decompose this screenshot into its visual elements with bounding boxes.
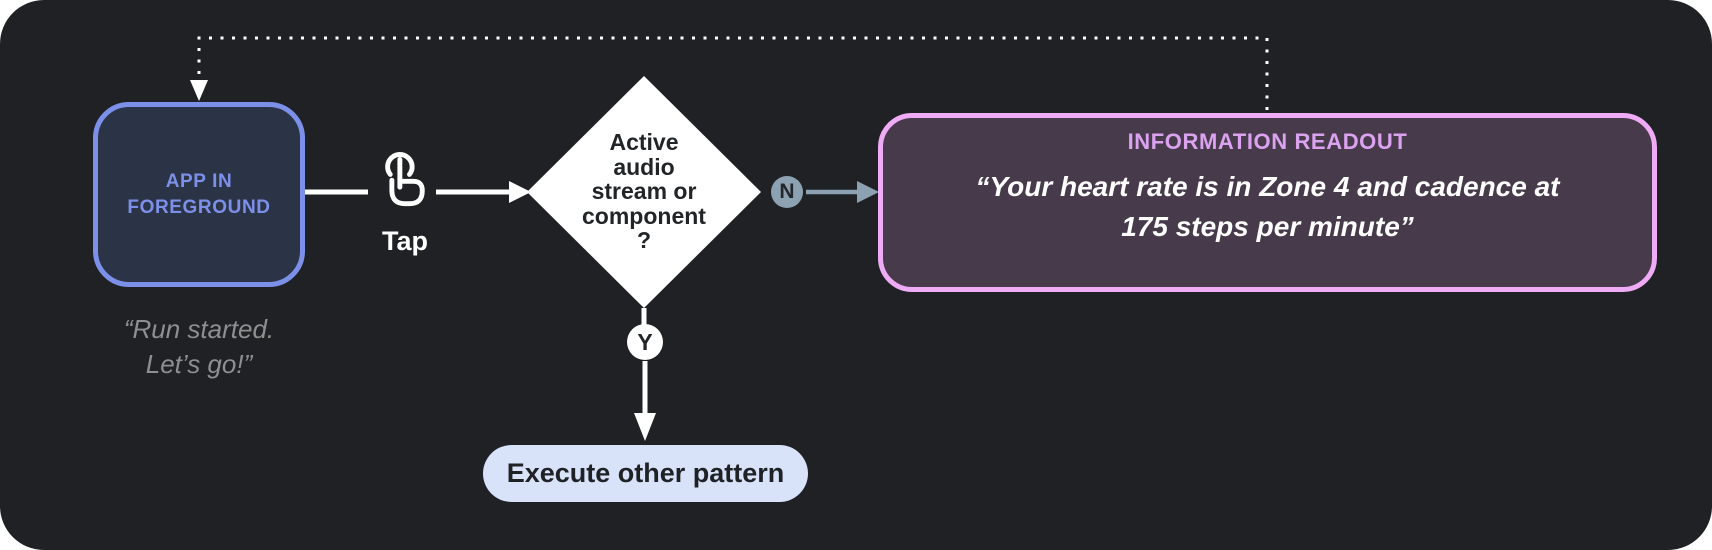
information-readout-node: INFORMATION READOUT “Your heart rate is … [878,113,1657,292]
branch-no-badge: N [771,176,803,208]
app-voice-caption: “Run started. Let’s go!” [123,314,275,380]
decision-diamond-shape [527,76,761,308]
decision-label: Active audio stream or component ? [582,129,706,254]
tap-gesture-icon [376,152,428,216]
flow-arrowhead-decision-icon [509,181,531,203]
app-foreground-node: APP IN FOREGROUND [93,102,305,287]
execute-pattern-label: Execute other pattern [506,458,785,488]
tap-label: Tap [382,226,428,256]
readout-title: INFORMATION READOUT [1127,129,1408,154]
branch-yes-badge: Y [627,324,663,360]
app-foreground-label: APP IN FOREGROUND [127,170,271,218]
readout-quote: “Your heart rate is in Zone 4 and cadenc… [975,171,1560,243]
feedback-dotted-connector [197,36,1269,110]
execute-pattern-node: Execute other pattern [483,445,808,502]
feedback-arrowhead-icon [190,80,208,101]
flow-arrowhead-readout-icon [857,181,879,203]
flow-arrowhead-execute-icon [634,413,656,441]
